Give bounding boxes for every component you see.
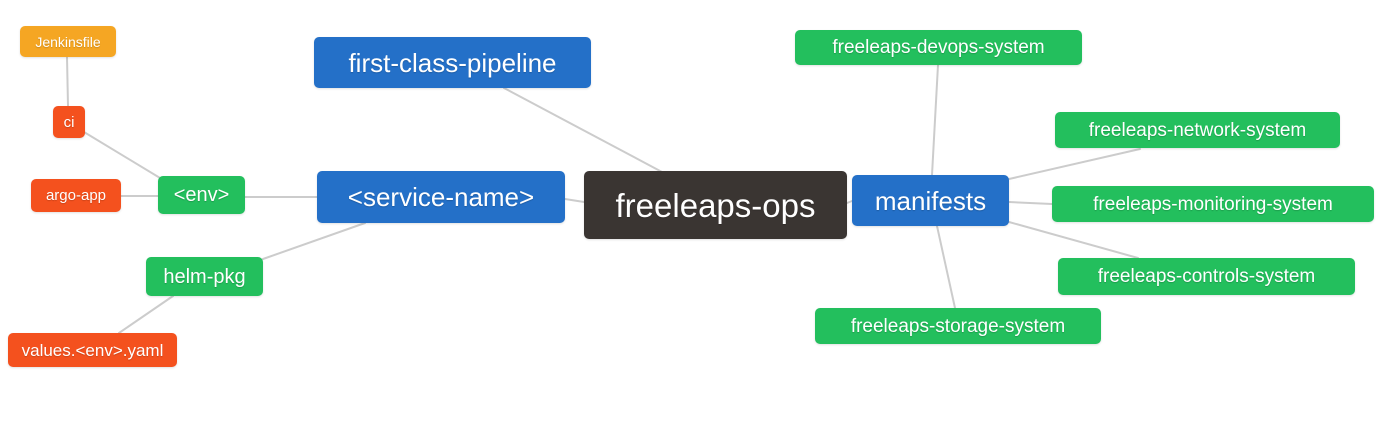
node-freeleaps-ops[interactable]: freeleaps-ops: [584, 171, 847, 239]
edge-helm-pkg--values-env-yaml: [118, 295, 174, 334]
edge-manifests--freeleaps-devops-system: [931, 64, 939, 176]
edge-service-name--freeleaps-ops: [564, 198, 585, 203]
edge-freeleaps-ops--manifests: [846, 200, 853, 204]
node-freeleaps-controls-system[interactable]: freeleaps-controls-system: [1058, 258, 1355, 295]
node-jenkinsfile[interactable]: Jenkinsfile: [20, 26, 116, 57]
node-ci[interactable]: ci: [53, 106, 85, 138]
node-argo-app[interactable]: argo-app: [31, 179, 121, 212]
node-service-name[interactable]: <service-name>: [317, 171, 565, 223]
node-freeleaps-monitoring-system[interactable]: freeleaps-monitoring-system: [1052, 186, 1374, 222]
node-freeleaps-network-system[interactable]: freeleaps-network-system: [1055, 112, 1340, 148]
edge-ci--env: [83, 131, 166, 182]
node-values-env-yaml[interactable]: values.<env>.yaml: [8, 333, 177, 367]
node-env[interactable]: <env>: [158, 176, 245, 214]
node-freeleaps-devops-system[interactable]: freeleaps-devops-system: [795, 30, 1082, 65]
node-freeleaps-storage-system[interactable]: freeleaps-storage-system: [815, 308, 1101, 344]
node-first-class-pipeline[interactable]: first-class-pipeline: [314, 37, 591, 88]
edge-manifests--freeleaps-controls-system: [1008, 221, 1139, 259]
edge-jenkinsfile--ci: [66, 56, 69, 107]
edge-service-name--helm-pkg: [262, 222, 366, 260]
edge-manifests--freeleaps-network-system: [1008, 148, 1141, 180]
edge-manifests--freeleaps-storage-system: [936, 225, 956, 309]
node-manifests[interactable]: manifests: [852, 175, 1009, 226]
edge-manifests--freeleaps-monitoring-system: [1008, 201, 1053, 205]
edge-first-class-pipeline--freeleaps-ops: [503, 87, 663, 173]
node-helm-pkg[interactable]: helm-pkg: [146, 257, 263, 296]
